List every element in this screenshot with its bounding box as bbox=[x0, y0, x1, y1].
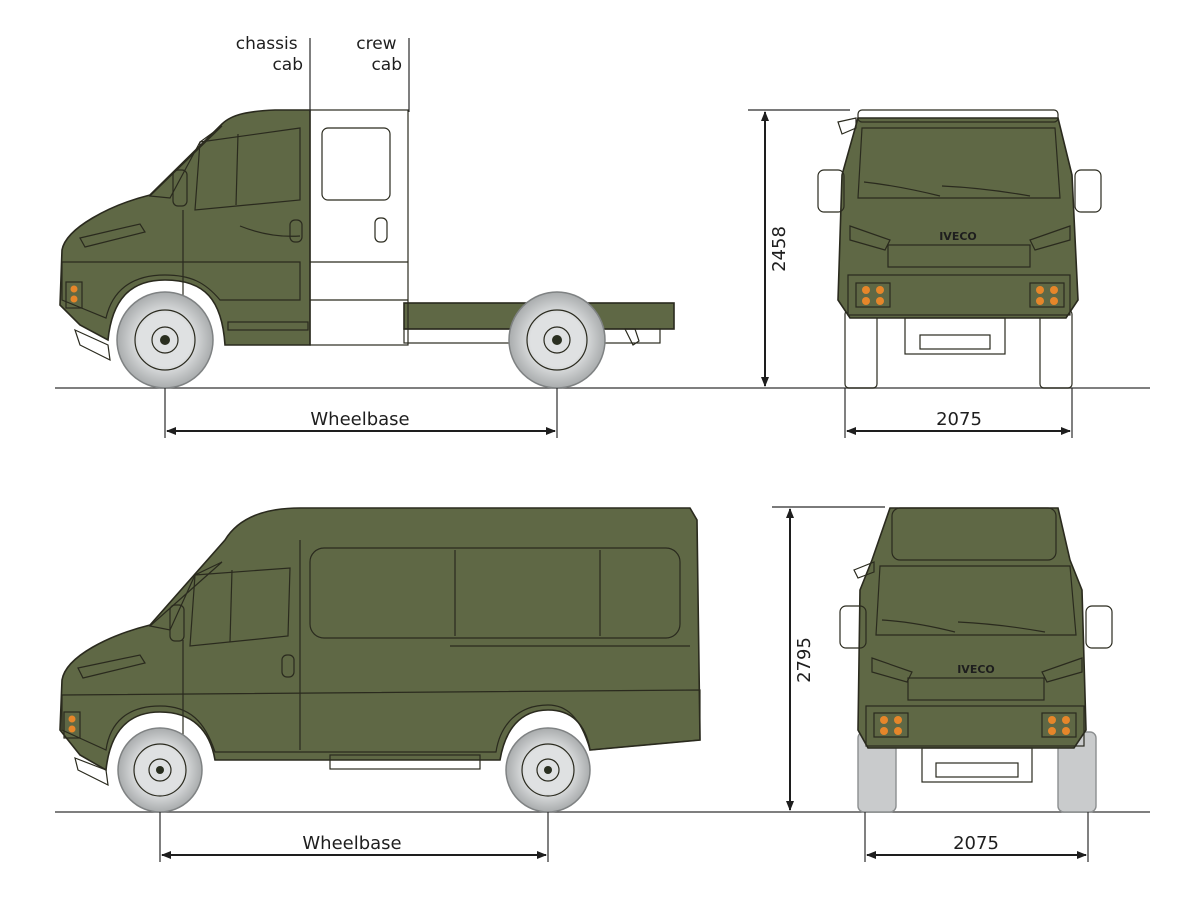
chassis-cab-label: chassis cab bbox=[236, 34, 303, 75]
wheelbase-label-top: Wheelbase bbox=[310, 409, 409, 430]
width-dimension-top: 2075 bbox=[844, 388, 1073, 438]
height-dimension-top: 2458 bbox=[748, 109, 850, 387]
rear-wheel-top bbox=[508, 291, 606, 389]
front-wheel-bottom bbox=[117, 727, 203, 813]
front-windscreen-top bbox=[857, 127, 1061, 199]
van-side-view bbox=[59, 507, 701, 813]
front-badge-top: IVECO bbox=[939, 230, 977, 243]
side-headlight bbox=[79, 223, 146, 248]
chassis-cab-side-view: chassis cab crew cab bbox=[59, 34, 675, 389]
rear-wheel-bottom bbox=[505, 727, 591, 813]
wheelbase-label-bottom: Wheelbase bbox=[302, 833, 401, 854]
chassis-cab-body bbox=[59, 109, 311, 346]
van-side-panel bbox=[309, 547, 681, 639]
height-label-bottom: 2795 bbox=[794, 637, 815, 683]
cab-mirror bbox=[172, 169, 188, 207]
width-label-bottom: 2075 bbox=[953, 833, 999, 854]
front-badge-bottom: IVECO bbox=[957, 663, 995, 676]
width-label-top: 2075 bbox=[936, 409, 982, 430]
height-dimension-bottom: 2795 bbox=[772, 506, 885, 811]
van-front-view: IVECO bbox=[839, 507, 1113, 813]
height-label-top: 2458 bbox=[769, 226, 790, 272]
width-dimension-bottom: 2075 bbox=[864, 812, 1089, 862]
front-windscreen-bottom bbox=[875, 565, 1077, 636]
front-wheel-top bbox=[116, 291, 214, 389]
van-side-window bbox=[189, 567, 291, 647]
cab-side-window bbox=[194, 127, 301, 211]
wheelbase-dimension-top: Wheelbase bbox=[164, 388, 558, 438]
chassis-cab-front-view: IVECO bbox=[817, 109, 1102, 389]
crew-cab-overlay bbox=[309, 109, 409, 346]
wheelbase-dimension-bottom: Wheelbase bbox=[159, 812, 549, 862]
crew-cab-label: crew cab bbox=[356, 34, 402, 75]
